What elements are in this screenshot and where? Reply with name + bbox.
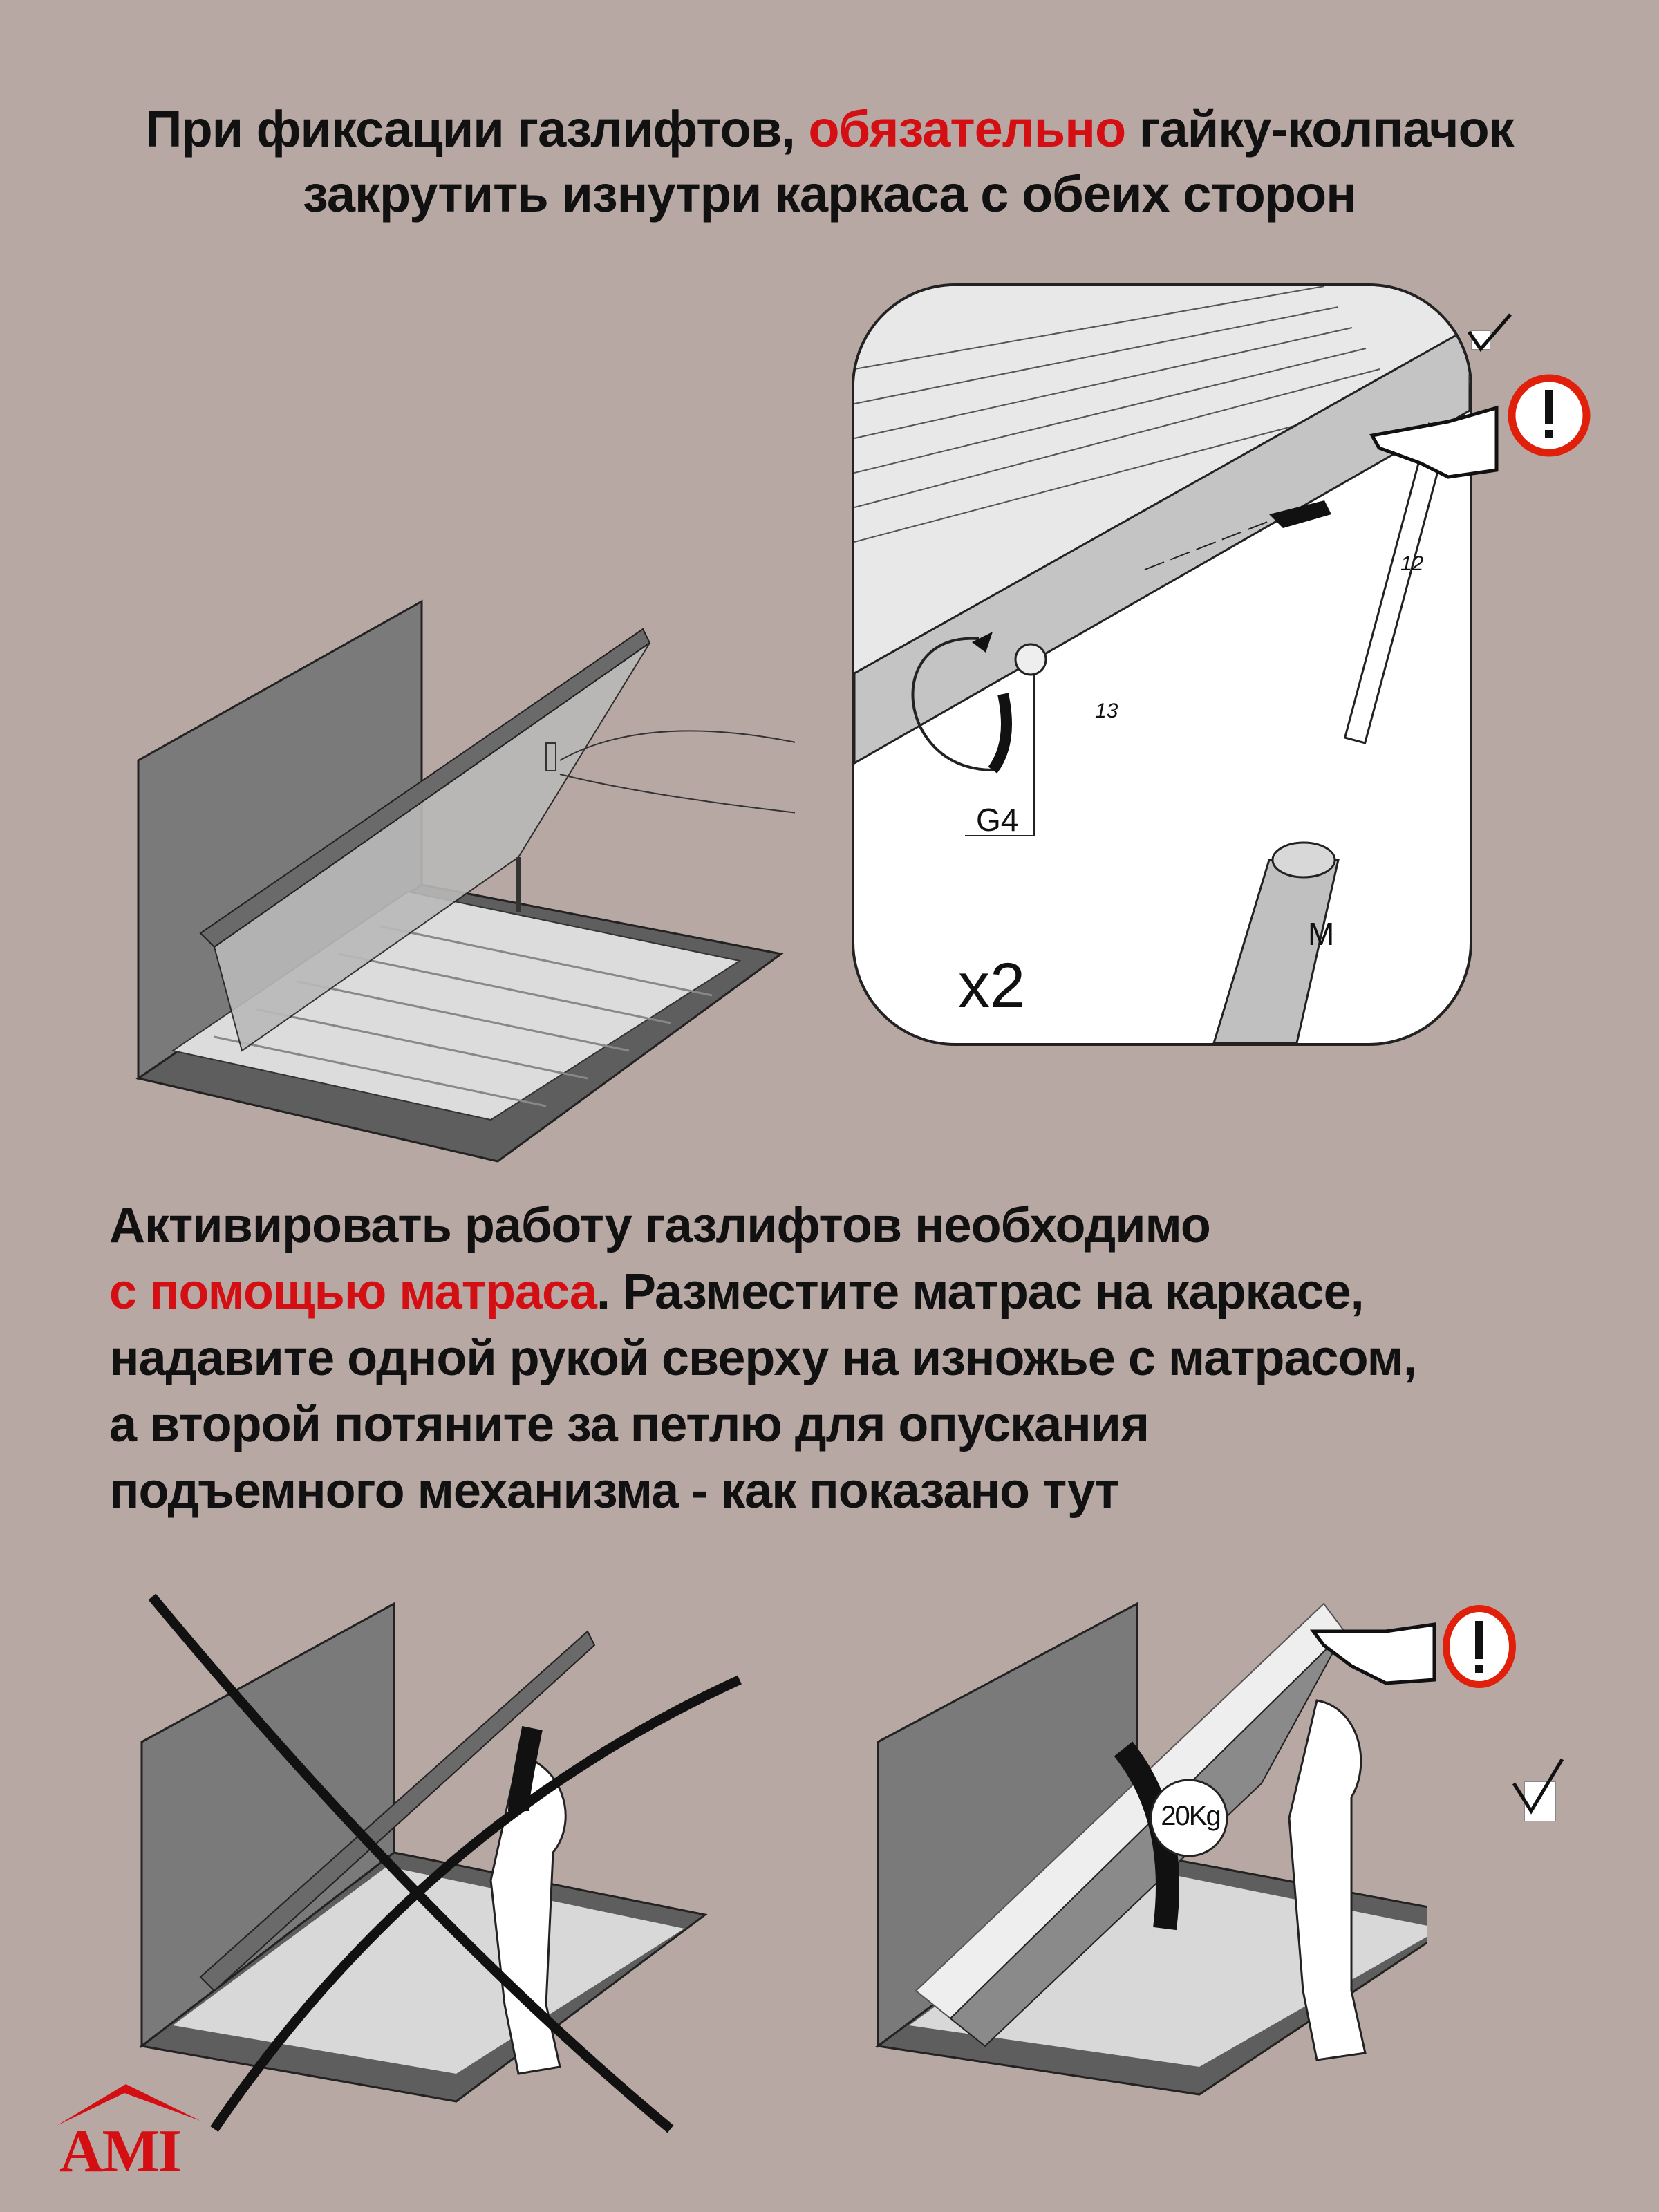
checkmark-icon-bottom xyxy=(1512,1758,1564,1815)
gaslift-detail-drawing xyxy=(854,286,1470,1043)
instructions-emphasis: с помощью матраса xyxy=(109,1264,597,1320)
exclamation-warning-icon xyxy=(1508,374,1591,457)
detail-panel: G4 M 12 13 x2 xyxy=(852,283,1472,1046)
brand-logo: AMI xyxy=(55,2081,207,2185)
pointing-hand-icon-bottom xyxy=(1310,1622,1436,1685)
pointing-hand-icon xyxy=(1369,405,1499,479)
exclamation-warning-icon-bottom xyxy=(1443,1605,1516,1688)
header-line-2: закрутить изнутри каркаса с обеих сторон xyxy=(303,165,1357,223)
weight-label: 20Kg xyxy=(1161,1801,1221,1831)
house-roof-icon xyxy=(57,2084,200,2126)
checkmark-icon xyxy=(1467,313,1512,353)
wrong-method-illustration xyxy=(139,1593,742,2133)
quantity-label: x2 xyxy=(958,950,1026,1021)
bed-open-illustration xyxy=(135,599,795,1163)
header-emphasis: обязательно xyxy=(808,100,1126,158)
correct-method-illustration xyxy=(875,1602,1427,2096)
wrench-size-12: 12 xyxy=(1400,552,1424,575)
wrench-size-13: 13 xyxy=(1095,700,1118,722)
header-title: При фиксации газлифтов, обязательно гайк… xyxy=(0,97,1659,227)
checkbox-checked-icon-bottom xyxy=(1524,1781,1556,1821)
logo-text: AMI xyxy=(59,2118,182,2185)
instructions-paragraph: Активировать работу газлифтов необходимо… xyxy=(109,1198,1417,1519)
header-line-1: При фиксации газлифтов, обязательно гайк… xyxy=(145,100,1514,158)
gaslift-label: M xyxy=(1308,916,1335,952)
part-label-g4: G4 xyxy=(976,802,1019,838)
